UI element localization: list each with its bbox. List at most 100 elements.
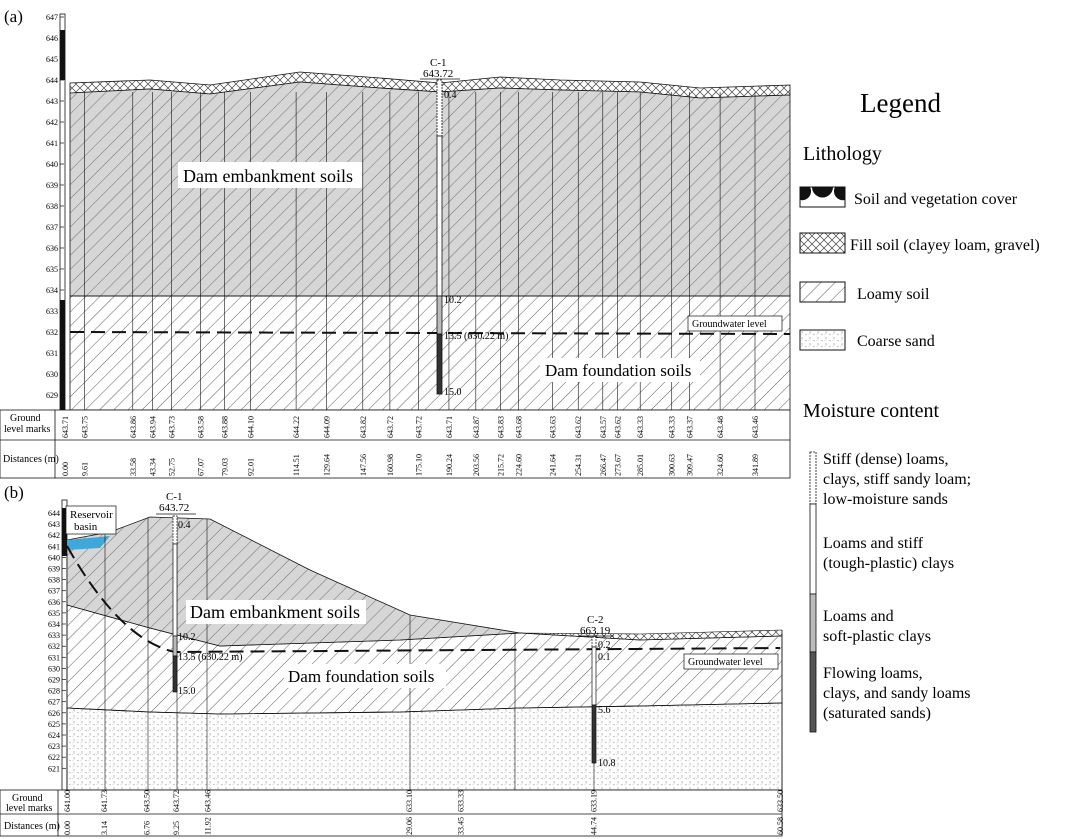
scale-label: 625 (48, 720, 60, 729)
ground-mark-value: 644.10 (247, 416, 256, 438)
borehole-c1-mark-1-a: 10.2 (444, 295, 462, 306)
ground-mark-value: 643.73 (167, 416, 176, 438)
scale-label: 641 (48, 542, 60, 551)
legend-moisture-flowing (809, 651, 817, 733)
borehole-c1-name-a: C-1 (430, 57, 447, 69)
ground-mark-value: 643.58 (196, 416, 205, 438)
distance-value: 266.47 (599, 454, 608, 476)
foundation-layer-a (69, 295, 791, 411)
borehole-c2-mark-2: 5.6 (598, 705, 611, 716)
borehole-c1-mark-2-b: 13.5 (630.22 m) (178, 652, 242, 663)
borehole-c1-soft-a (436, 295, 443, 335)
groundwater-line-a (69, 331, 791, 335)
foundation-label-b: Dam foundation soils (288, 667, 434, 686)
scale-label: 645 (46, 55, 58, 64)
distance-value: 0.00 (63, 821, 72, 835)
scale-label: 639 (48, 565, 60, 574)
ground-mark-value: 643.72 (414, 416, 423, 438)
row-label-marks-b-line2: level marks (6, 803, 52, 814)
scale-label: 626 (48, 709, 60, 718)
ground-mark-value: 643.88 (220, 416, 229, 438)
distance-value: 190.24 (445, 454, 454, 476)
distance-value: 79.03 (220, 458, 229, 476)
row-label-marks-a-line1: Ground (10, 413, 41, 424)
scale-label: 631 (48, 653, 60, 662)
distance-value: 33.45 (457, 817, 466, 835)
profile-table-values-a: 643.710.00643.759.61643.8633.58643.9443.… (61, 416, 760, 476)
ground-mark-value: 641.73 (100, 790, 109, 812)
distance-value: 60.58 (776, 817, 785, 835)
distance-value: 309.47 (686, 454, 695, 476)
legend-title: Legend (860, 88, 941, 118)
borehole-c2-dense (591, 636, 597, 648)
reservoir-label-box (65, 505, 117, 535)
borehole-c1-dense-a (436, 79, 443, 137)
scale-label: 632 (48, 642, 60, 651)
distance-value: 203.56 (472, 454, 481, 476)
scale-label: 624 (48, 731, 60, 740)
distance-value: 29.06 (405, 817, 414, 835)
distance-value: 6.76 (143, 821, 152, 835)
ground-mark-value: 643.72 (172, 790, 181, 812)
ground-mark-value: 643.37 (686, 416, 695, 438)
embankment-hatch-b (67, 517, 520, 646)
scale-label: 634 (46, 286, 58, 295)
legend-item-fill-soil: Fill soil (clayey loam, gravel) (850, 237, 1040, 254)
moisture-item-2-line1: soft-plastic clays (823, 628, 931, 645)
groundwater-label-b: Groundwater level (688, 657, 763, 668)
borehole-c1-flowing-b (172, 655, 178, 693)
ground-mark-value: 643.48 (716, 416, 725, 438)
profile-table-b (0, 789, 783, 837)
scale-label: 636 (46, 244, 58, 253)
scale-label: 644 (46, 76, 58, 85)
row-label-dist-a: Distances (m) (3, 454, 59, 465)
embankment-label-a: Dam embankment soils (183, 166, 353, 186)
borehole-c1-elev-b: 643.72 (159, 502, 189, 514)
distance-value: 241.64 (549, 454, 558, 476)
scale-label: 647 (46, 13, 58, 22)
groundwater-label-box-a (687, 315, 783, 332)
ground-mark-value: 643.71 (61, 416, 70, 438)
scale-label: 638 (46, 202, 58, 211)
row-label-marks-b-line1: Ground (12, 793, 43, 804)
distance-value: 341.89 (751, 454, 760, 476)
ground-mark-value: 643.57 (599, 416, 608, 438)
profile-table-a (0, 409, 791, 479)
scale-label: 640 (46, 160, 58, 169)
ground-mark-value: 643.87 (472, 416, 481, 438)
borehole-c2-flowing (591, 704, 597, 764)
ground-mark-value: 643.46 (203, 790, 212, 812)
legend-swatch-coarse-sand (799, 329, 846, 351)
scale-label: 643 (46, 97, 58, 106)
distance-value: 9.25 (172, 821, 181, 835)
foundation-label-box-b (284, 664, 446, 688)
ground-mark-value: 633.10 (405, 790, 414, 812)
legend-swatch-fill-soil (799, 232, 846, 254)
profile-verticals-a (84, 92, 756, 410)
embankment-label-box-a (178, 162, 362, 188)
moisture-item-0-line2: low-moisture sands (823, 491, 948, 508)
reservoir-label-line1: Reservoir (70, 509, 113, 521)
scale-label: 628 (48, 687, 60, 696)
borehole-c2-mark-1: 0.1 (598, 652, 611, 663)
borehole-c2-name: C-2 (587, 614, 604, 626)
ground-mark-value: 643.33 (668, 416, 677, 438)
scale-label: 638 (48, 576, 60, 585)
scale-bar-black-a (60, 30, 65, 80)
scale-label: 633 (48, 631, 60, 640)
elevation-ticks-a: 6476466456446436426416406396386376366356… (46, 13, 64, 400)
distance-value: 52.75 (167, 458, 176, 476)
moisture-item-1-line1: (tough-plastic) clays (823, 555, 954, 572)
moisture-item-0-line0: Stiff (dense) loams, (823, 451, 948, 468)
distance-value: 114.51 (292, 454, 301, 476)
distance-value: 273.67 (613, 454, 622, 476)
borehole-c2-mark-0: 0.2 (598, 640, 611, 651)
ground-mark-value: 633.33 (457, 790, 466, 812)
borehole-c1-mark-1-b: 10.2 (178, 632, 196, 643)
foundation-label-box-a (540, 358, 700, 382)
borehole-c1-name-b: C-1 (166, 491, 183, 503)
borehole-c1-elev-a: 643.72 (423, 68, 453, 80)
legend-item-coarse-sand: Coarse sand (857, 333, 935, 350)
moisture-item-3-line2: (saturated sands) (823, 705, 931, 722)
